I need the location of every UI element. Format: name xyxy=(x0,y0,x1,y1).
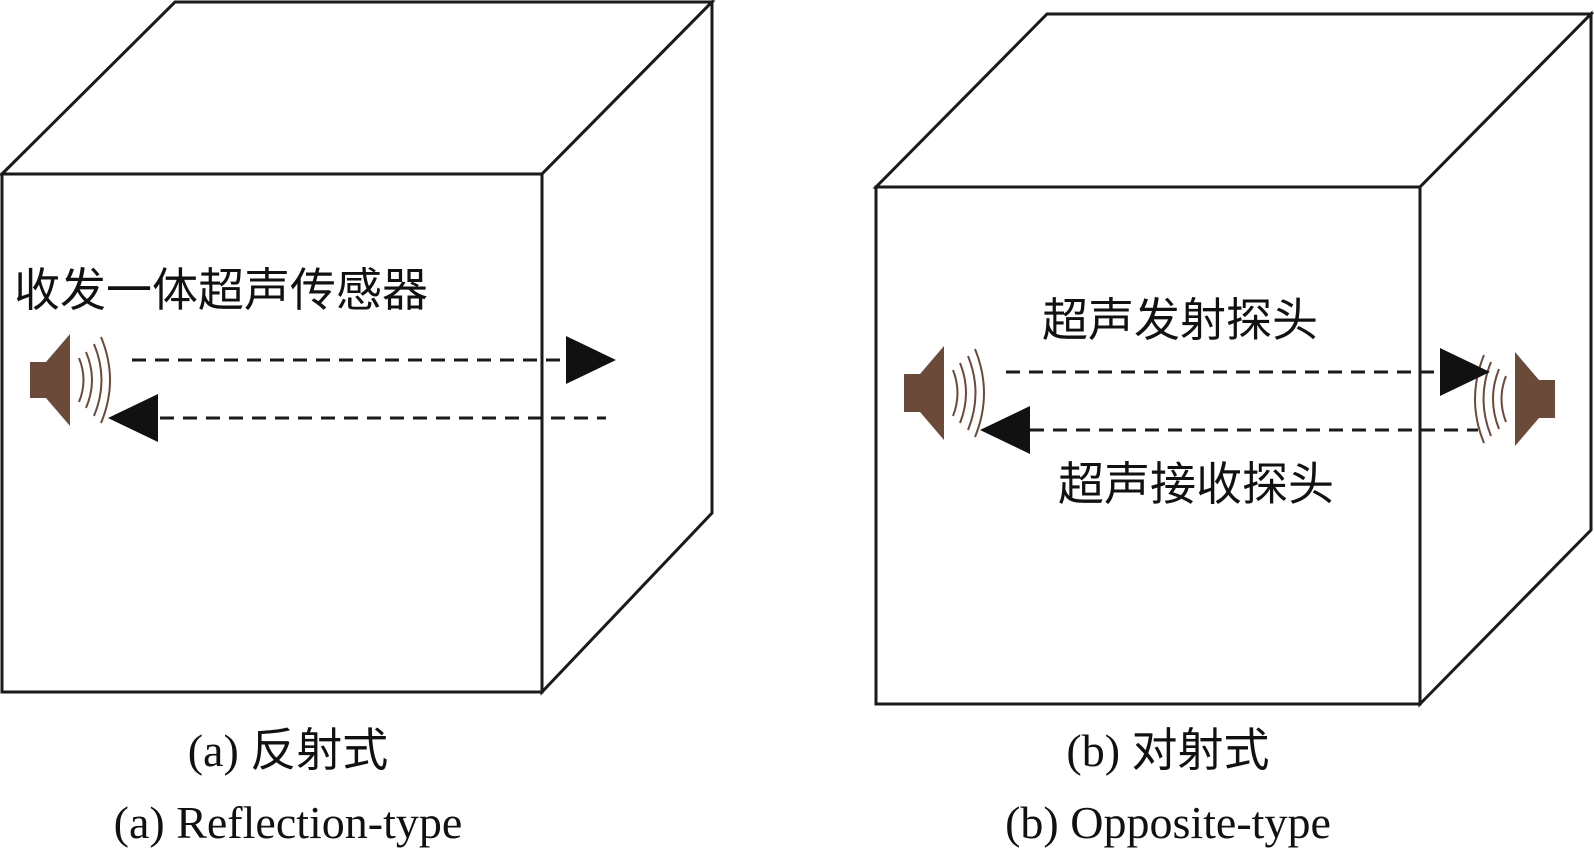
speaker-icon xyxy=(30,334,111,426)
arrow-head-icon xyxy=(980,406,1030,454)
receiver-label: 超声接收探头 xyxy=(1058,457,1334,511)
cube-a-front-face xyxy=(0,172,544,694)
caption-b-en: (b) Opposite-type xyxy=(1005,797,1331,848)
cube-b xyxy=(872,10,1594,708)
arrow-head-icon xyxy=(566,336,616,384)
speaker-icon xyxy=(904,346,985,440)
caption-a-en: (a) Reflection-type xyxy=(114,797,463,848)
panel-b: 超声发射探头 超声接收探头 (b) 对射式 (b) Opposite-type xyxy=(872,10,1594,848)
panel-a: 收发一体超声传感器 (a) 反射式 (a) Reflection-type xyxy=(0,0,716,848)
sensor-label: 收发一体超声传感器 xyxy=(14,263,428,317)
caption-b-cn: (b) 对射式 xyxy=(1066,725,1269,776)
cube-b-front-face xyxy=(874,185,1422,706)
arrow-head-icon xyxy=(108,394,158,442)
arrow-head-icon xyxy=(1440,348,1490,396)
speaker-icon xyxy=(1474,352,1555,446)
transmitter-label: 超声发射探头 xyxy=(1042,293,1318,347)
caption-a-cn: (a) 反射式 xyxy=(188,725,389,776)
cube-a xyxy=(0,0,716,696)
